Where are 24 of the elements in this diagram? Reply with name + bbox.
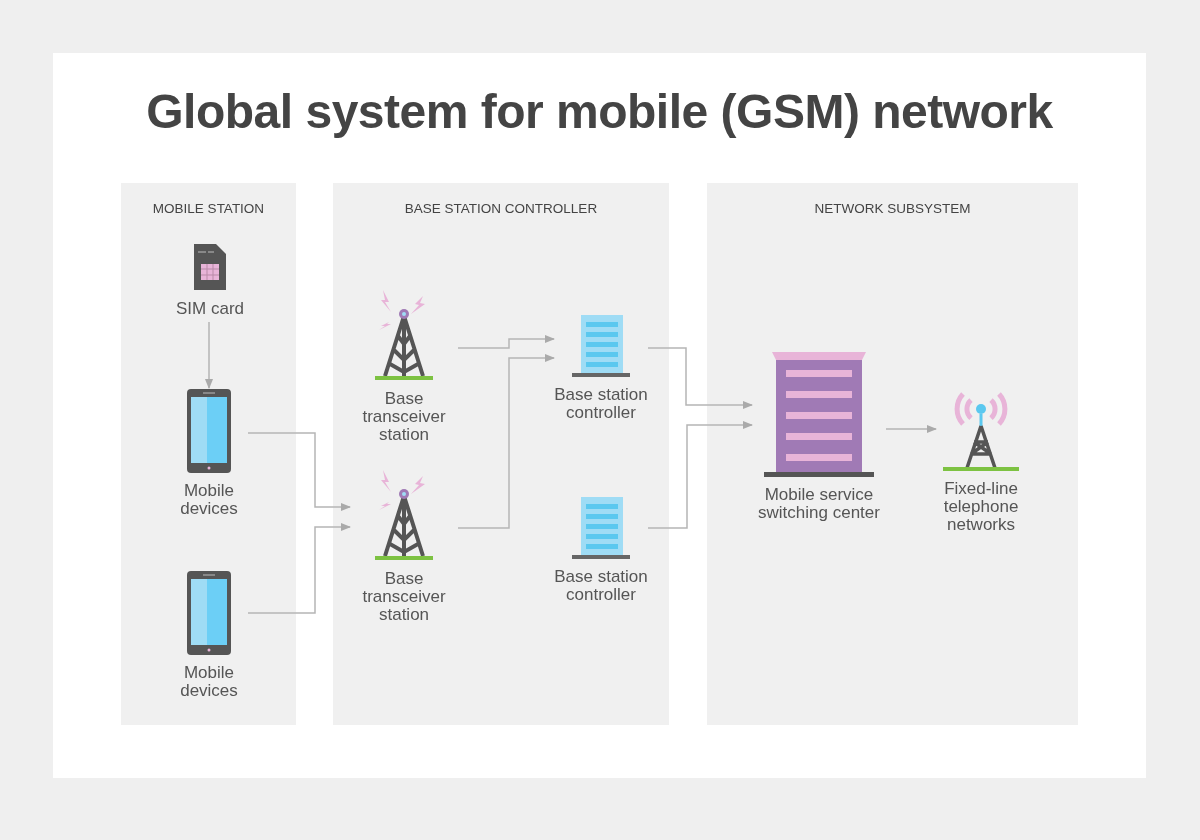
node-label: Base transceiver station bbox=[361, 570, 447, 624]
section-heading: NETWORK SUBSYSTEM bbox=[813, 201, 972, 216]
node-label: Mobile service switching center bbox=[757, 486, 881, 522]
section-heading: BASE STATION CONTROLLER bbox=[403, 201, 599, 216]
connector-arrow bbox=[247, 522, 352, 614]
node-label: Base station controller bbox=[554, 568, 648, 604]
section-panel bbox=[707, 183, 1078, 725]
connector-arrow bbox=[885, 424, 938, 434]
node-label: Mobile devices bbox=[179, 482, 239, 518]
connector-arrow bbox=[647, 347, 754, 410]
node-label: SIM card bbox=[176, 300, 244, 318]
connector-arrow bbox=[247, 432, 352, 512]
node-label: Fixed-line telephone networks bbox=[942, 480, 1020, 534]
node-label: Base transceiver station bbox=[361, 390, 447, 444]
connector-arrow bbox=[457, 353, 556, 529]
section-panel bbox=[333, 183, 669, 725]
node-label: Mobile devices bbox=[179, 664, 239, 700]
section-panel bbox=[121, 183, 296, 725]
title: Global system for mobile (GSM) network bbox=[145, 84, 1054, 139]
connector-arrow bbox=[647, 420, 754, 529]
connector-arrow bbox=[204, 321, 214, 390]
connector-arrow bbox=[457, 334, 556, 349]
node-label: Base station controller bbox=[554, 386, 648, 422]
section-heading: MOBILE STATION bbox=[151, 201, 266, 216]
